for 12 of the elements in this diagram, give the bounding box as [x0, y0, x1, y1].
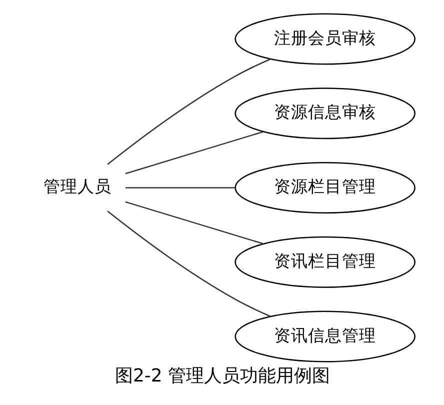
node-ellipse: 资讯信息管理: [234, 310, 415, 362]
connector: [124, 131, 263, 174]
node-ellipse: 资源栏目管理: [234, 162, 415, 214]
caption: 图2-2 管理人员功能用例图: [114, 365, 330, 386]
connector: [106, 210, 270, 317]
node-ellipse: 资讯栏目管理: [234, 236, 415, 288]
connector: [106, 58, 270, 165]
node-ellipse: 注册会员审核: [234, 13, 415, 65]
node-ellipse: 资源信息审核: [234, 88, 415, 140]
connector: [125, 187, 235, 188]
connector: [124, 201, 263, 244]
node-text: 管理人员: [43, 177, 112, 196]
